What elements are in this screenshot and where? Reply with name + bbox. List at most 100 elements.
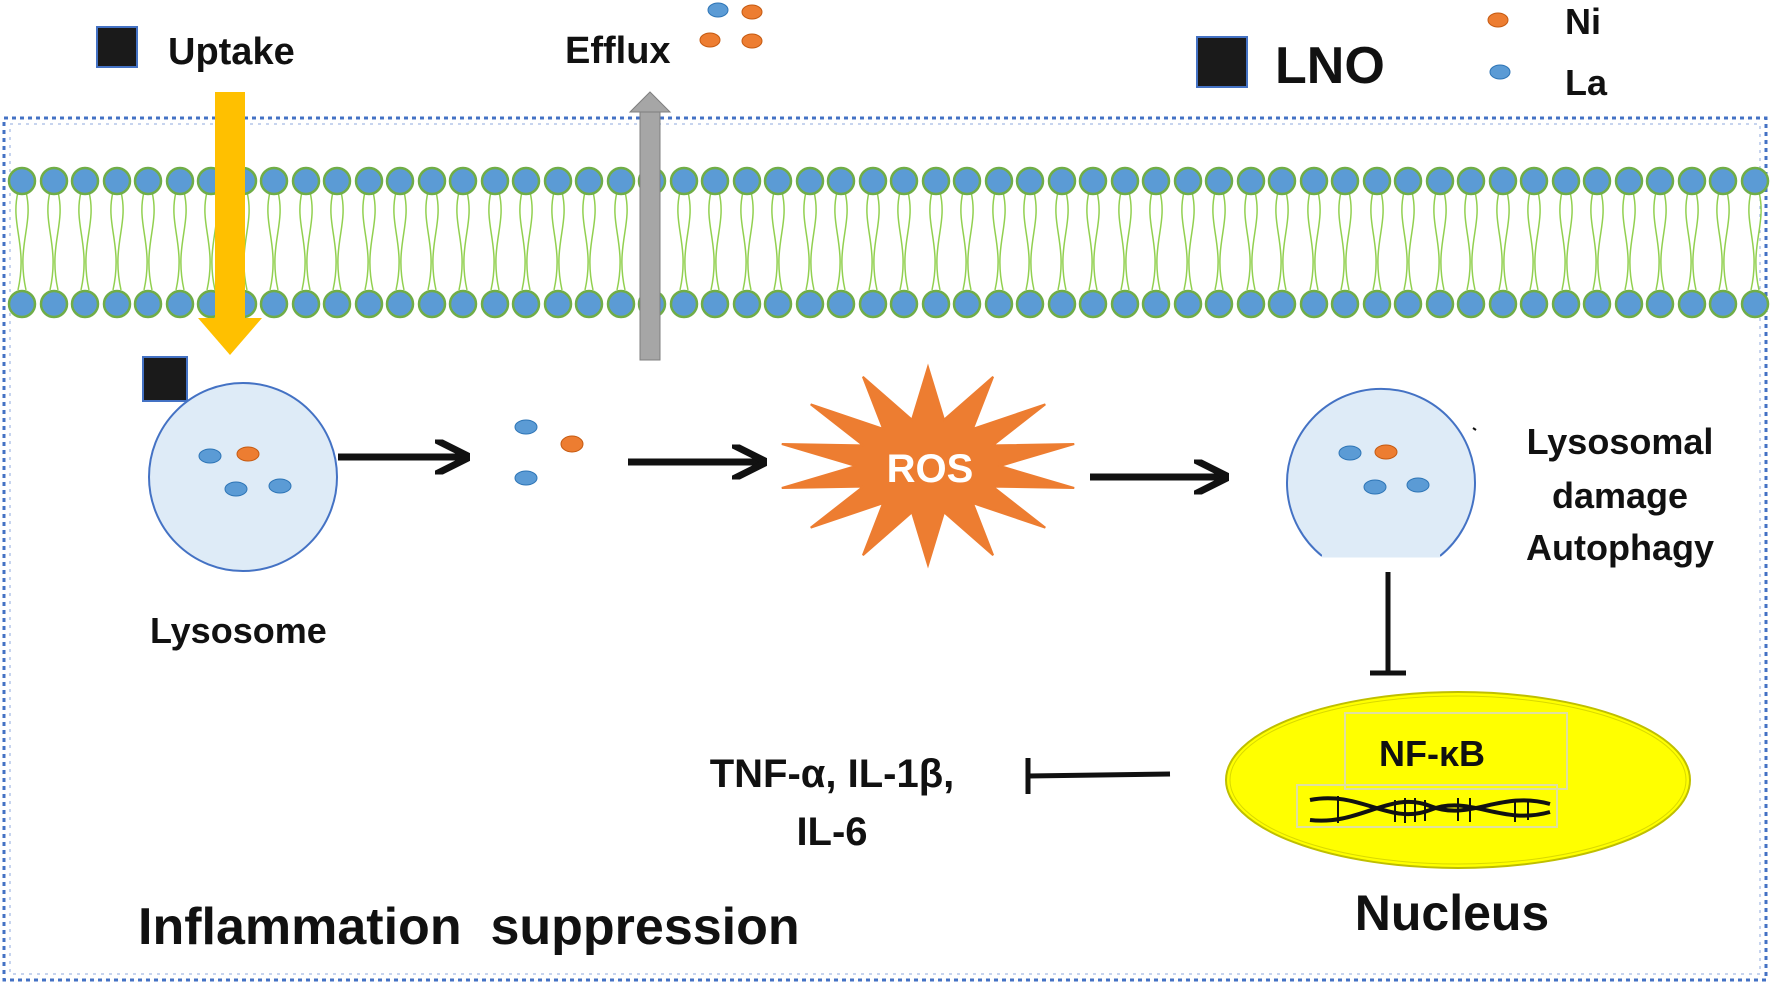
phospholipid-head [322, 289, 352, 319]
phospholipid-head [1015, 289, 1045, 319]
phospholipid-head [952, 289, 982, 319]
phospholipid-head [1236, 166, 1266, 196]
phospholipid-head [921, 289, 951, 319]
phospholipid-head [1740, 289, 1770, 319]
inflammation-suppression-label: Inflammation suppression [138, 898, 800, 956]
phospholipid-head [1173, 166, 1203, 196]
phospholipid-head [291, 166, 321, 196]
phospholipid-head [763, 166, 793, 196]
phospholipid-head [606, 166, 636, 196]
phospholipid-head [1519, 166, 1549, 196]
phospholipid-head [1425, 289, 1455, 319]
phospholipid-head [669, 166, 699, 196]
phospholipid-head [385, 289, 415, 319]
phospholipid-head [39, 289, 69, 319]
phospholipid-head [669, 289, 699, 319]
phospholipid-head [1456, 289, 1486, 319]
efflux-particles [699, 2, 763, 49]
phospholipid-head [1708, 289, 1738, 319]
phospholipid-head [133, 289, 163, 319]
phospholipid-head [1614, 289, 1644, 319]
phospholipid-head [1047, 166, 1077, 196]
phospholipid-head [574, 289, 604, 319]
phospholipid-head [448, 289, 478, 319]
phospholipid-head [952, 166, 982, 196]
ni-label: Ni [1565, 1, 1601, 42]
phospholipid-head [543, 289, 573, 319]
uptake-label: Uptake [168, 31, 295, 73]
phospholipid-head [1078, 166, 1108, 196]
phospholipid-head [1393, 289, 1423, 319]
phospholipid-head [1425, 166, 1455, 196]
phospholipid-head [1362, 289, 1392, 319]
phospholipid-head [858, 166, 888, 196]
phospholipid-head [1236, 289, 1266, 319]
phospholipid-head [1551, 166, 1581, 196]
efflux-label: Efflux [565, 30, 671, 72]
phospholipid-head [1677, 166, 1707, 196]
cytokines-line2: IL-6 [796, 810, 867, 854]
inhibition-line-vertical [1370, 572, 1406, 676]
phospholipid-head [1582, 289, 1612, 319]
phospholipid-head [417, 289, 447, 319]
lno-legend-square-icon [1196, 36, 1248, 88]
phospholipid-head [259, 289, 289, 319]
phospholipid-head [39, 166, 69, 196]
phospholipid-head [1393, 166, 1423, 196]
lysosome-label: Lysosome [150, 610, 327, 651]
phospholipid-head [732, 166, 762, 196]
phospholipid-head [543, 166, 573, 196]
phospholipid-head [1645, 289, 1675, 319]
lysosome-left [142, 356, 338, 572]
phospholipid-head [1015, 166, 1045, 196]
phospholipid-head [1204, 289, 1234, 319]
phospholipid-head [480, 166, 510, 196]
phospholipid-head [1330, 166, 1360, 196]
phospholipid-head [1299, 166, 1329, 196]
phospholipid-head [1204, 166, 1234, 196]
cell-membrane-bilayer [7, 166, 1770, 319]
lno-square-icon [96, 26, 138, 68]
cell-boundary [2, 116, 1768, 982]
phospholipid-head [133, 166, 163, 196]
inhibition-line-horizontal [1025, 758, 1171, 794]
phospholipid-head [921, 166, 951, 196]
lno-label: LNO [1275, 37, 1385, 95]
phospholipid-head [448, 166, 478, 196]
phospholipid-head [70, 289, 100, 319]
phospholipid-head [322, 166, 352, 196]
phospholipid-head [984, 289, 1014, 319]
phospholipid-head [1519, 289, 1549, 319]
lysosomal-damage-line2: damage [1552, 475, 1688, 516]
phospholipid-head [1141, 166, 1171, 196]
phospholipid-head [1551, 289, 1581, 319]
nucleus-label: Nucleus [1355, 885, 1550, 941]
phospholipid-head [511, 289, 541, 319]
la-particle-icon [1489, 64, 1511, 80]
lysosomal-damage-line1: Lysosomal [1527, 421, 1714, 462]
phospholipid-head [259, 166, 289, 196]
phospholipid-head [732, 289, 762, 319]
nucleus [1225, 691, 1691, 869]
phospholipid-head [291, 289, 321, 319]
phospholipid-head [606, 289, 636, 319]
ni-particle-icon [1487, 12, 1509, 28]
nfkb-label: NF-κB [1379, 733, 1485, 774]
ros-label: ROS [887, 447, 974, 491]
phospholipid-head [1708, 166, 1738, 196]
phospholipid-head [1299, 289, 1329, 319]
phospholipid-head [763, 289, 793, 319]
phospholipid-head [1645, 166, 1675, 196]
phospholipid-head [1173, 289, 1203, 319]
phospholipid-head [1110, 166, 1140, 196]
phospholipid-head [511, 166, 541, 196]
phospholipid-head [889, 166, 919, 196]
phospholipid-head [7, 166, 37, 196]
phospholipid-head [889, 289, 919, 319]
phospholipid-head [1047, 289, 1077, 319]
phospholipid-head [1362, 166, 1392, 196]
phospholipid-head [574, 166, 604, 196]
efflux-arrow [628, 91, 672, 361]
phospholipid-head [385, 166, 415, 196]
